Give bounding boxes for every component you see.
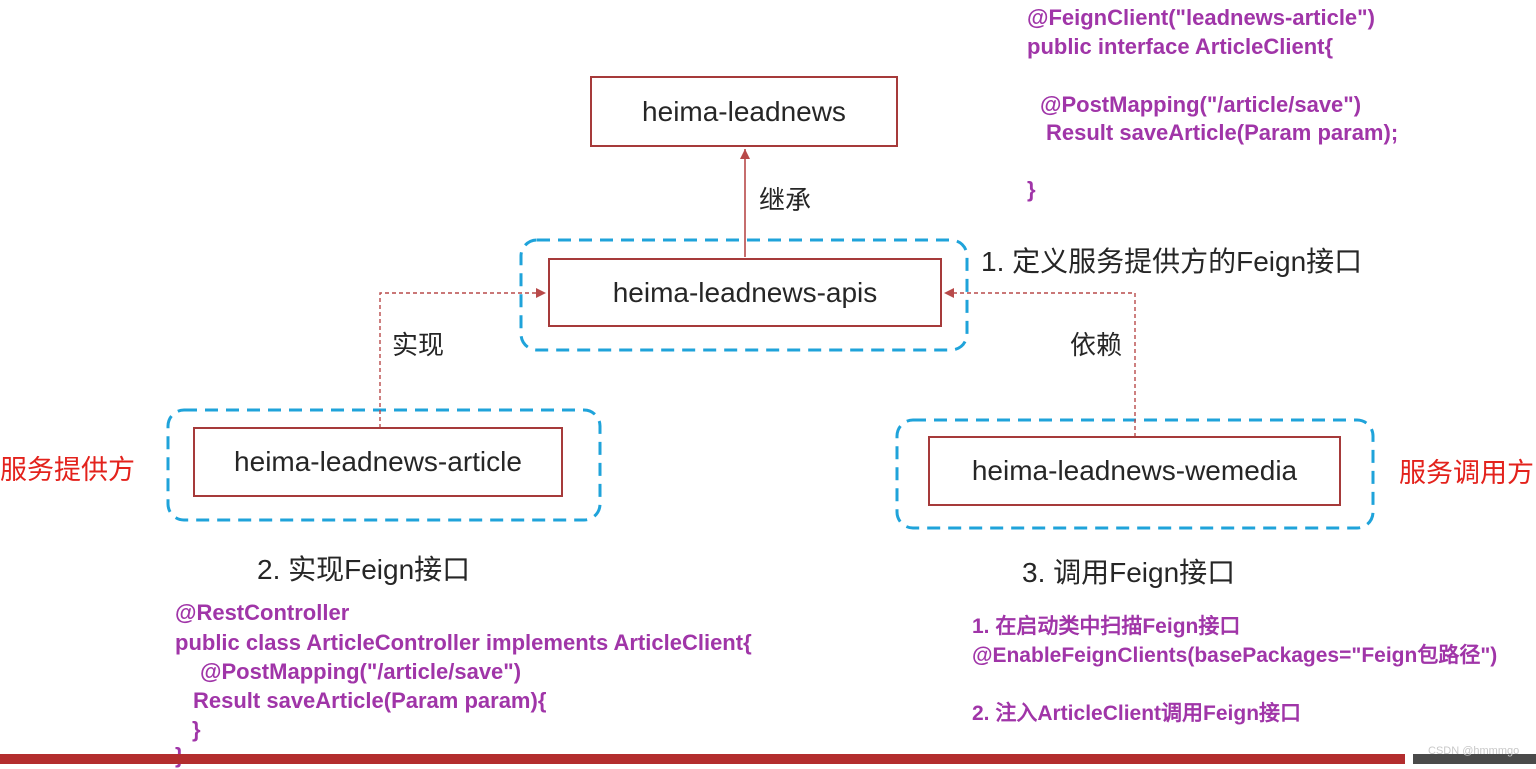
consumer-role-label: 服务调用方 (1399, 458, 1534, 488)
node-label: heima-leadnews-wemedia (971, 455, 1298, 486)
code-line: @RestController (175, 600, 350, 625)
provider-role-label: 服务提供方 (0, 455, 135, 485)
note-line: 1. 在启动类中扫描Feign接口 (972, 615, 1241, 638)
code-line: @PostMapping("/article/save") (1040, 92, 1362, 117)
code-line: @PostMapping("/article/save") (200, 659, 522, 684)
node-label: heima-leadnews-article (234, 446, 522, 477)
node-heima-leadnews-apis: heima-leadnews-apis (548, 258, 942, 327)
watermark: CSDN @hmmmgo (1428, 745, 1520, 757)
code-line: Result saveArticle(Param param){ (193, 688, 547, 713)
code-line: public interface ArticleClient{ (1027, 34, 1334, 59)
apis-group-frame (519, 238, 969, 352)
code-line: } (192, 717, 201, 742)
implement-label: 实现 (392, 330, 445, 360)
node-heima-leadnews-wemedia: heima-leadnews-wemedia (928, 436, 1341, 506)
code-line: @FeignClient("leadnews-article") (1027, 5, 1375, 30)
footer-bar (0, 754, 1405, 764)
footer-tail-bar (1413, 754, 1536, 764)
node-heima-leadnews-article: heima-leadnews-article (193, 427, 563, 497)
inherit-label: 继承 (759, 185, 812, 215)
depend-label: 依赖 (1070, 330, 1123, 360)
note-line: @EnableFeignClients(basePackages="Feign包… (972, 644, 1498, 667)
implement-arrow (379, 288, 546, 428)
node-label: heima-leadnews-apis (612, 276, 878, 308)
note-line: 2. 注入ArticleClient调用Feign接口 (972, 702, 1302, 725)
node-heima-leadnews: heima-leadnews (590, 76, 898, 147)
step-define-label: 1. 定义服务提供方的Feign接口 (981, 246, 1363, 277)
step-invoke-label: 3. 调用Feign接口 (1022, 557, 1236, 588)
article-group-frame (166, 408, 602, 522)
node-label: heima-leadnews (642, 95, 846, 127)
code-line: public class ArticleController implement… (175, 630, 752, 655)
code-line: } (1027, 177, 1036, 202)
code-line: Result saveArticle(Param param); (1046, 120, 1399, 145)
depend-arrow (944, 288, 1136, 437)
step-implement-label: 2. 实现Feign接口 (257, 554, 471, 585)
